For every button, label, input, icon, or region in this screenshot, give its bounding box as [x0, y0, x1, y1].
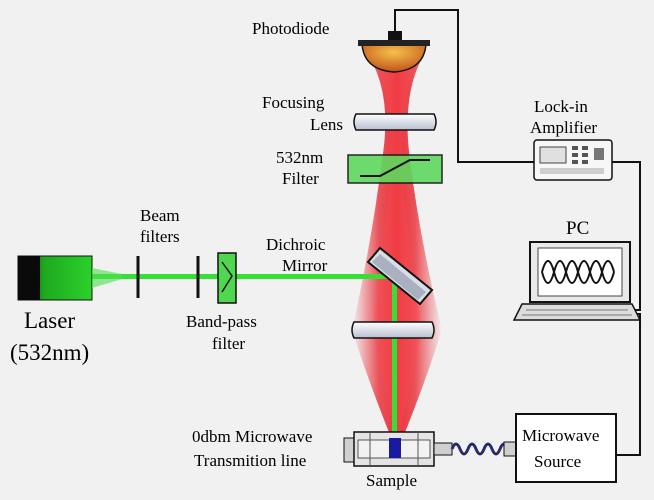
- signal-wires: [394, 9, 641, 456]
- dichroic-label-1: Dichroic: [266, 235, 326, 254]
- photodiode-label: Photodiode: [252, 19, 329, 38]
- red-fluorescence-beam: [352, 62, 442, 440]
- dichroic-label-2: Mirror: [282, 256, 328, 275]
- beam-filters-label-2: filters: [140, 227, 180, 246]
- photodiode: [358, 31, 430, 73]
- bandpass-label-1: Band-pass: [186, 312, 257, 331]
- coaxial-coil: [450, 441, 519, 457]
- lock-in-amplifier: [533, 139, 613, 181]
- lockin-label-2: Amplifier: [530, 118, 597, 137]
- laser-label-2: (532nm): [10, 340, 89, 365]
- pc-label: PC: [566, 218, 589, 239]
- mw-line-label-1: 0dbm Microwave: [192, 427, 312, 446]
- focusing-lens-label-1: Focusing: [262, 93, 325, 112]
- filter-label-2: Filter: [282, 169, 319, 188]
- laser-source: [17, 255, 122, 301]
- beam-filters-label-1: Beam: [140, 206, 180, 225]
- focusing-lens: [353, 113, 437, 131]
- focusing-lens-label-2: Lens: [310, 115, 343, 134]
- green-laser-beam: [92, 274, 397, 443]
- mw-line-label-2: Transmition line: [194, 451, 306, 470]
- dichroic-mirror: [366, 246, 434, 306]
- pc-computer: [512, 241, 642, 321]
- microwave-source-box: [515, 413, 617, 483]
- sample-label: Sample: [366, 471, 417, 490]
- filter-label-1: 532nm: [276, 148, 323, 167]
- bandpass-label-2: filter: [212, 334, 245, 353]
- laser-label-1: Laser: [24, 308, 75, 333]
- 532nm-filter: [347, 154, 443, 184]
- band-pass-filter: [217, 252, 237, 304]
- mw-source-label-1: Microwave: [522, 426, 599, 445]
- sample: [389, 438, 401, 458]
- lockin-label-1: Lock-in: [534, 97, 588, 116]
- mw-source-label-2: Source: [534, 452, 581, 471]
- lower-lens: [351, 321, 435, 339]
